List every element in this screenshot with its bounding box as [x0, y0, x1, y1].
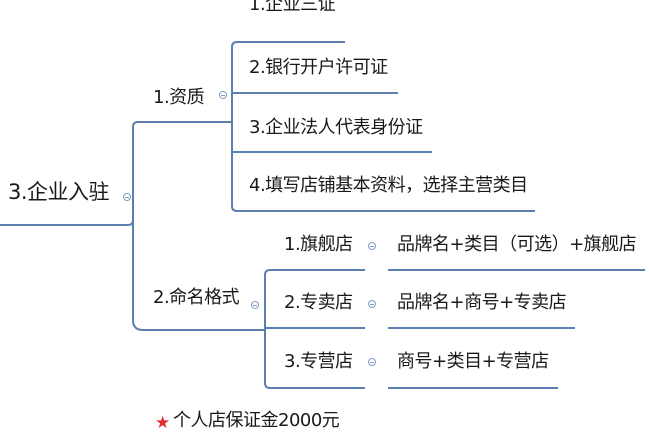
naming-detail[interactable]: 品牌名+商号+专卖店 — [397, 292, 567, 313]
deposit-note[interactable]: 个人店保证金2000元 — [173, 410, 340, 431]
collapse-icon[interactable] — [368, 300, 376, 308]
collapse-icon[interactable] — [219, 91, 227, 99]
root-node[interactable]: 3.企业入驻 — [8, 180, 110, 204]
root-connector — [120, 121, 215, 226]
collapse-icon[interactable] — [368, 358, 376, 366]
detail-underlines — [388, 269, 645, 389]
qualification-item[interactable]: 4.填写店铺基本资料，选择主营类目 — [249, 175, 528, 196]
star-icon: ★ — [155, 413, 171, 433]
collapse-icon[interactable] — [251, 301, 259, 309]
collapse-icon[interactable] — [123, 193, 131, 201]
collapse-icon[interactable] — [368, 242, 376, 250]
naming-detail[interactable]: 商号+类目+专营店 — [397, 351, 549, 372]
naming-item[interactable]: 3.专营店 — [284, 351, 353, 372]
root-connector-2 — [132, 220, 250, 331]
naming-item[interactable]: 1.旗舰店 — [284, 234, 353, 255]
qualification-connector — [215, 41, 535, 212]
qualification-item[interactable]: 1.企业三证 — [249, 0, 336, 15]
naming-item[interactable]: 2.专卖店 — [284, 292, 353, 313]
branch-naming-format[interactable]: 2.命名格式 — [153, 287, 240, 308]
qualification-item[interactable]: 3.企业法人代表身份证 — [249, 117, 423, 138]
naming-detail[interactable]: 品牌名+类目（可选）+旗舰店 — [397, 234, 637, 255]
branch-qualification[interactable]: 1.资质 — [153, 87, 205, 108]
qualification-item[interactable]: 2.银行开户许可证 — [249, 57, 388, 78]
naming-connector — [250, 269, 365, 389]
